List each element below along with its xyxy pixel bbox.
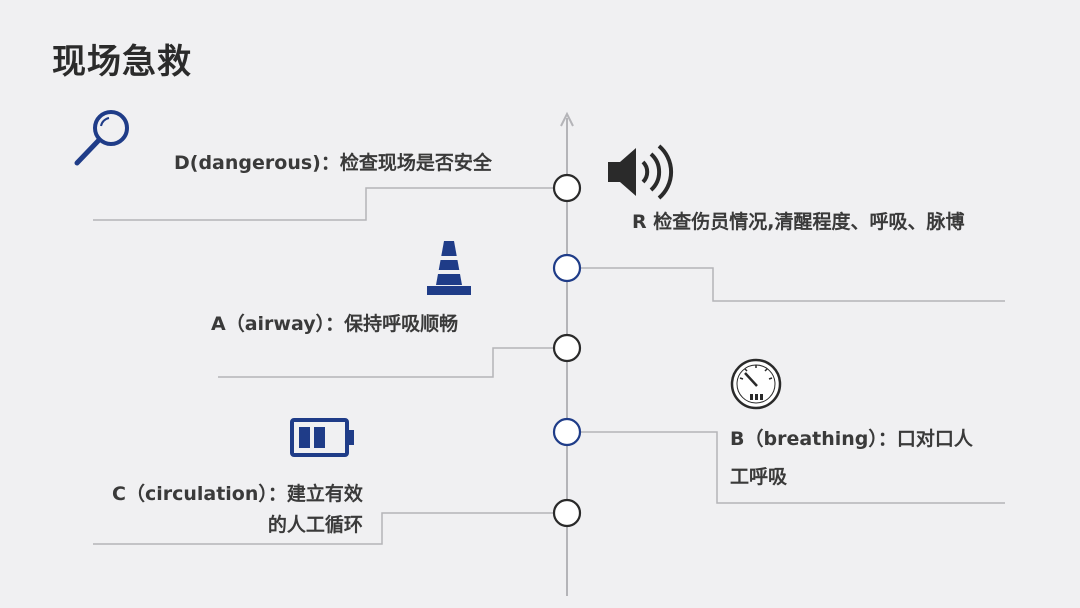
node-a xyxy=(552,333,582,363)
connector-d xyxy=(93,187,553,221)
page-title: 现场急救 xyxy=(52,42,192,82)
step-b-line1: B（breathing）：口对口人 xyxy=(730,428,973,450)
node-b xyxy=(552,417,582,447)
connector-b xyxy=(581,431,1005,504)
connector-c xyxy=(93,512,553,545)
step-c-line1: C（circulation）：建立有效 xyxy=(112,483,363,505)
gauge-icon xyxy=(730,358,782,410)
battery-icon xyxy=(290,418,354,457)
node-r xyxy=(552,253,582,283)
node-c xyxy=(552,498,582,528)
step-b-line2: 工呼吸 xyxy=(730,466,788,488)
traffic-cone-icon xyxy=(427,241,471,295)
step-r-label: R 检查伤员情况,清醒程度、呼吸、脉博 xyxy=(632,211,965,233)
step-b-label: B（breathing）：口对口人 工呼吸 xyxy=(730,420,973,496)
step-c-line2: 的人工循环 xyxy=(267,514,363,536)
timeline-arrow-head xyxy=(560,111,574,127)
connector-r xyxy=(581,267,1005,302)
magnifier-icon xyxy=(74,110,129,166)
node-d xyxy=(552,173,582,203)
step-d-label: D(dangerous)：检查现场是否安全 xyxy=(174,152,492,174)
speaker-icon xyxy=(608,144,674,200)
step-c-label: C（circulation）：建立有效 的人工循环 xyxy=(112,479,363,541)
connector-a xyxy=(218,347,553,378)
step-a-label: A（airway）：保持呼吸顺畅 xyxy=(211,313,459,335)
